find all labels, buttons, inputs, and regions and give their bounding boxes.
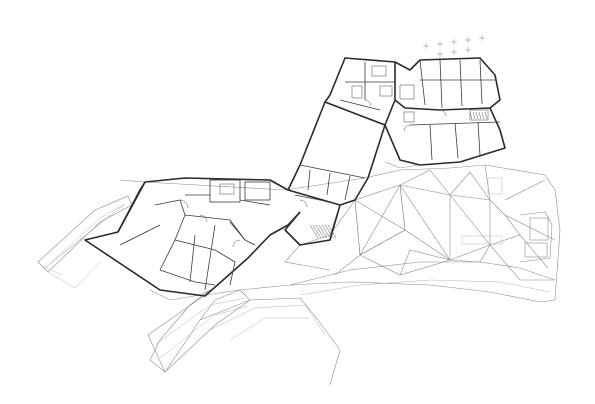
tree-markers <box>423 35 485 57</box>
door-swings <box>179 99 447 248</box>
site-landscape-lines <box>37 161 561 386</box>
building-walls <box>84 57 506 297</box>
